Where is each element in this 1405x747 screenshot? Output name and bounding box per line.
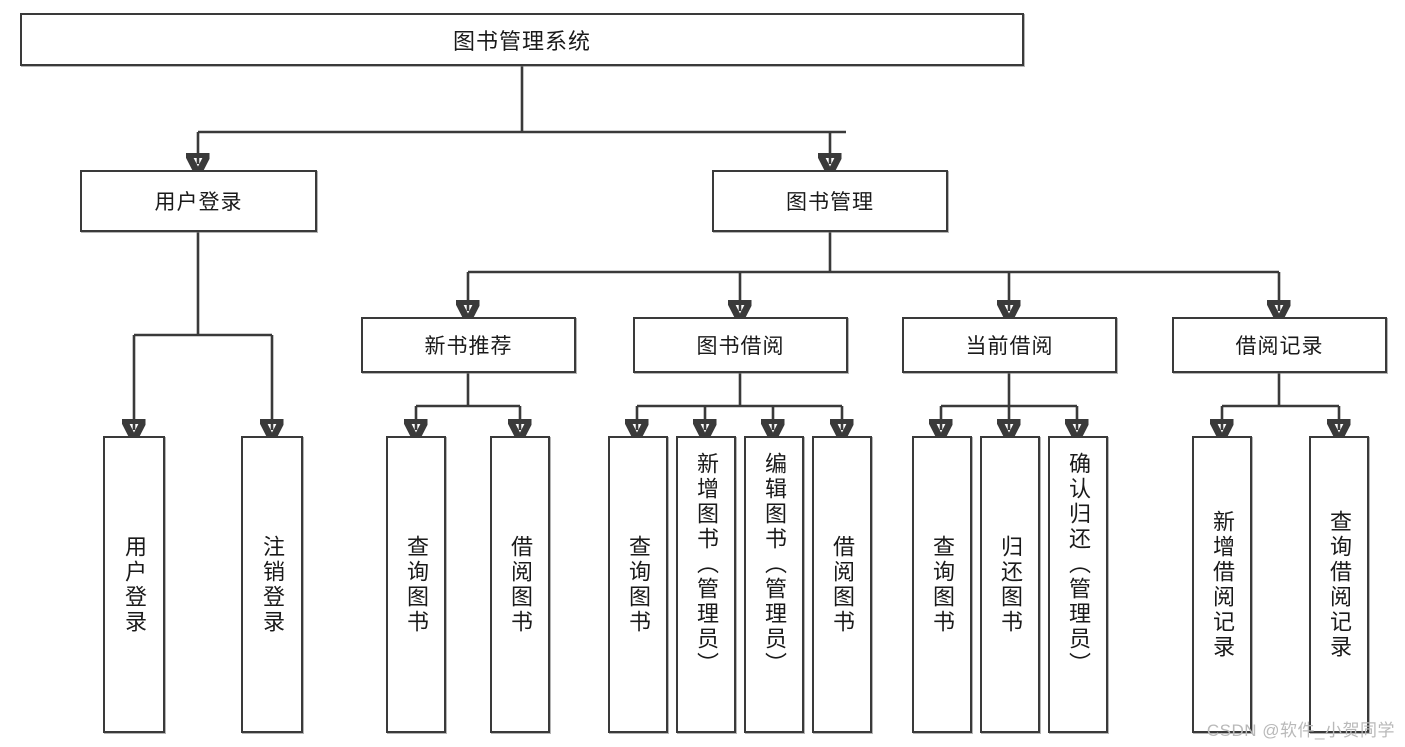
node-leaf-edit-book[interactable]: 编辑图书（管理员） — [744, 436, 804, 733]
node-current-borrow[interactable]: 当前借阅 — [902, 317, 1117, 373]
node-leaf-query-borrow-record[interactable]: 查询借阅记录 — [1309, 436, 1369, 733]
node-leaf-add-book[interactable]: 新增图书（管理员） — [676, 436, 736, 733]
node-root[interactable]: 图书管理系统 — [20, 13, 1024, 66]
node-leaf-user-login[interactable]: 用户登录 — [103, 436, 165, 733]
node-user-login[interactable]: 用户登录 — [80, 170, 317, 232]
node-leaf-confirm-return[interactable]: 确认归还（管理员） — [1048, 436, 1108, 733]
node-new-book-recommend[interactable]: 新书推荐 — [361, 317, 576, 373]
node-book-borrow[interactable]: 图书借阅 — [633, 317, 848, 373]
node-leaf-query-book-3[interactable]: 查询图书 — [912, 436, 972, 733]
node-leaf-borrow-book-2[interactable]: 借阅图书 — [812, 436, 872, 733]
node-leaf-query-book-1[interactable]: 查询图书 — [386, 436, 446, 733]
node-leaf-return-book[interactable]: 归还图书 — [980, 436, 1040, 733]
node-leaf-borrow-book-1[interactable]: 借阅图书 — [490, 436, 550, 733]
watermark: CSDN @软件_小贺同学 — [1206, 721, 1395, 740]
node-leaf-user-logout[interactable]: 注销登录 — [241, 436, 303, 733]
node-borrow-record[interactable]: 借阅记录 — [1172, 317, 1387, 373]
node-book-management[interactable]: 图书管理 — [712, 170, 948, 232]
node-leaf-add-borrow-record[interactable]: 新增借阅记录 — [1192, 436, 1252, 733]
node-leaf-query-book-2[interactable]: 查询图书 — [608, 436, 668, 733]
